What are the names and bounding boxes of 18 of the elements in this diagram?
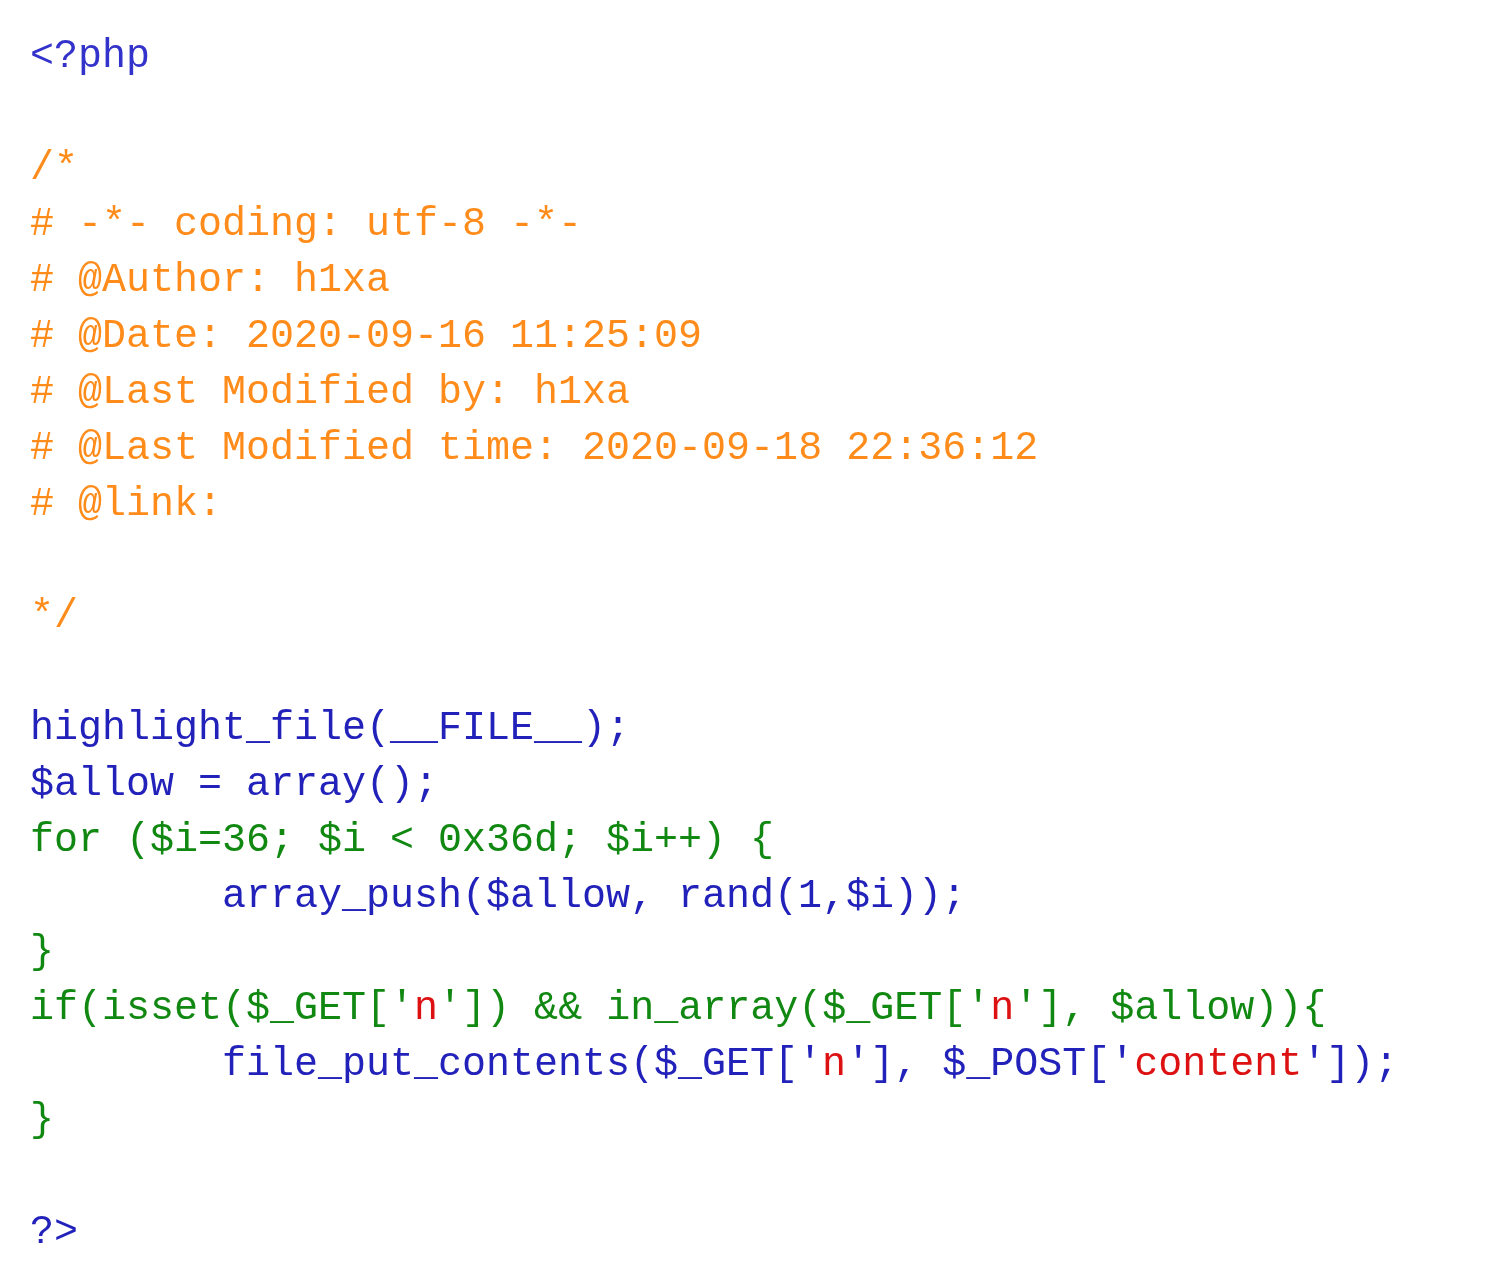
- code-line: array_push($allow, rand(1,$i));: [222, 873, 967, 921]
- code-line: ?>: [30, 1209, 78, 1257]
- code-line: file_put_contents($_GET['n'], $_POST['content']);: [222, 1041, 1399, 1089]
- code-comment: # @Date: 2020-09-16 11:25:09: [30, 313, 703, 361]
- code-comment: # @Last Modified time: 2020-09-18 22:36:12: [30, 425, 1039, 473]
- code-line: $allow = array();: [30, 761, 439, 809]
- code-comment: # @Author: h1xa: [30, 257, 391, 305]
- code-comment: */: [30, 593, 78, 641]
- code-comment: /*: [30, 145, 78, 193]
- code-line: }: [30, 1097, 54, 1145]
- code-comment: # -*- coding: utf-8 -*-: [30, 201, 583, 249]
- code-comment: # @link:: [30, 481, 223, 529]
- code-line: <?php: [30, 33, 151, 81]
- code-comment: # @Last Modified by: h1xa: [30, 369, 631, 417]
- code-line: }: [30, 929, 54, 977]
- code-line: for ($i=36; $i < 0x36d; $i++) {: [30, 817, 775, 865]
- code-line: if(isset($_GET['n']) && in_array($_GET['n'], $allow)){: [30, 985, 1327, 1033]
- code-line: highlight_file(__FILE__);: [30, 705, 631, 753]
